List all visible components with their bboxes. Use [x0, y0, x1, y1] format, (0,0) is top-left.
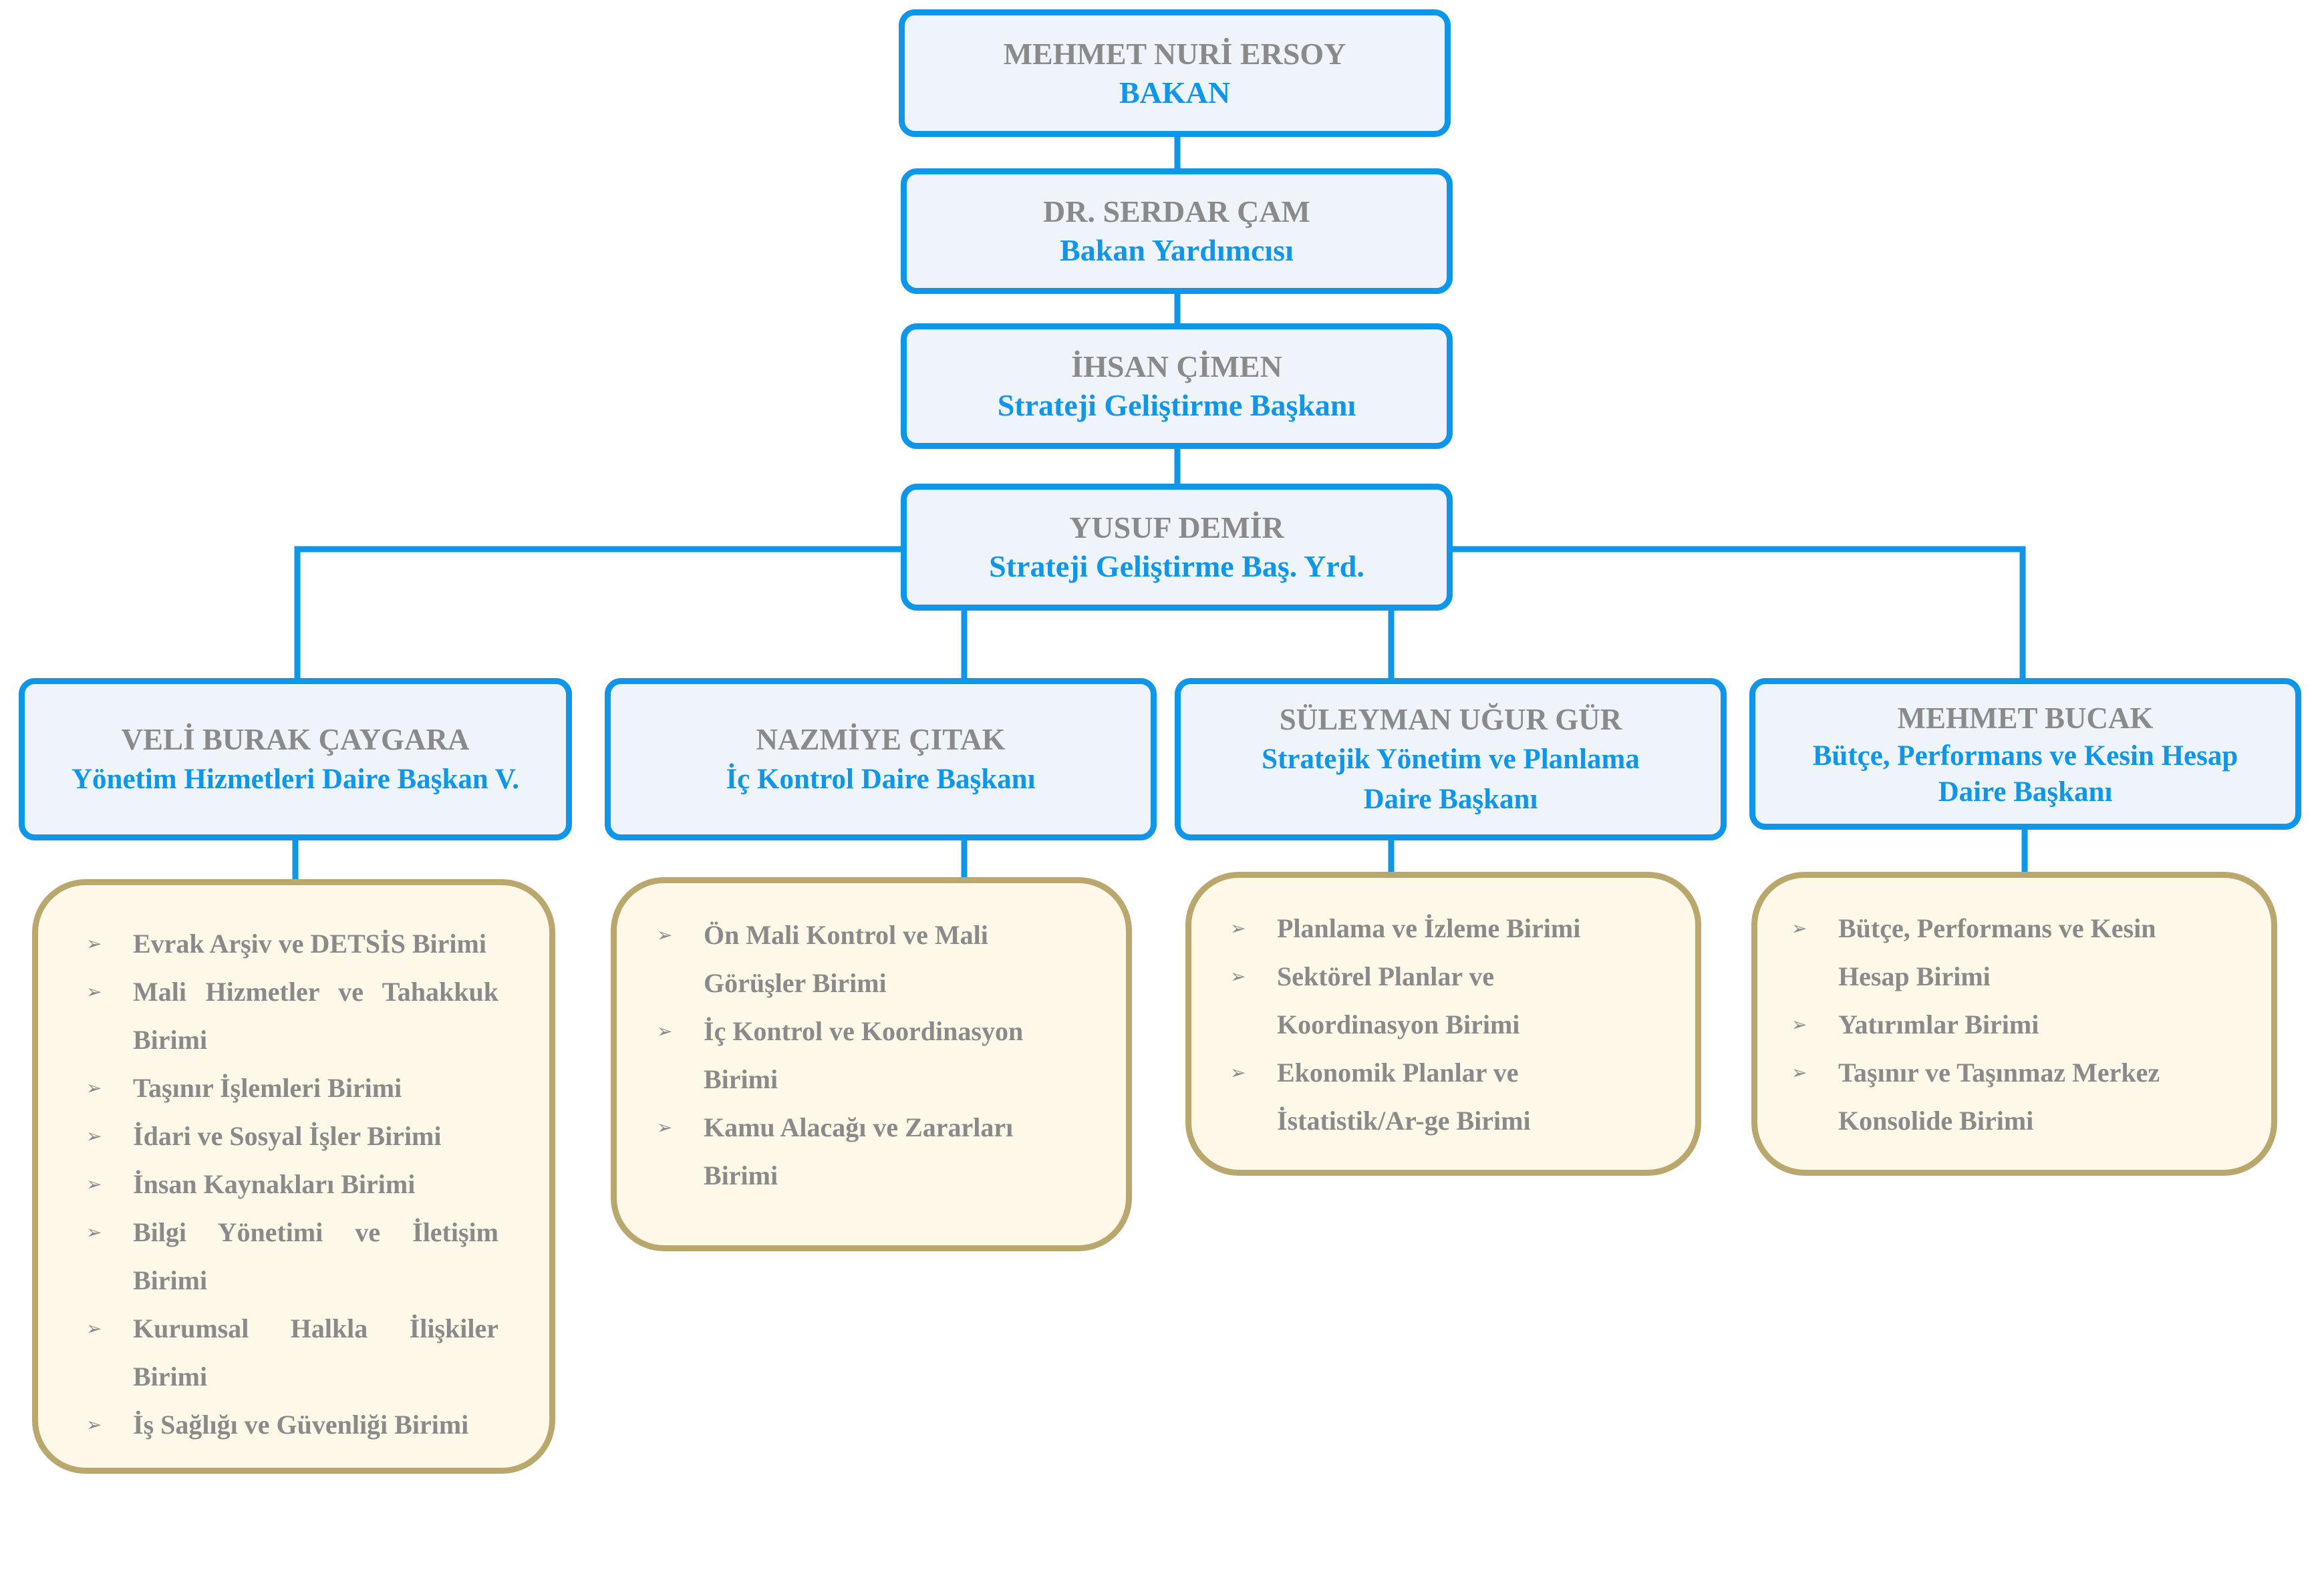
strategy-deputy-name: YUSUF DEMİR — [1069, 510, 1284, 544]
unit-list: ➢ Ön Mali Kontrol ve Mali Görüşler Birimi… — [657, 911, 1058, 1200]
unit-label: Ekonomik Planlar ve İstatistik/Ar-ge Bir… — [1277, 1058, 1531, 1136]
unit-label: Kamu Alacağı ve Zararları Birimi — [704, 1112, 1014, 1190]
list-item: ➢ Yatırımlar Birimi — [1791, 1001, 2199, 1049]
unit-label: Ön Mali Kontrol ve Mali Görüşler Birimi — [704, 920, 988, 998]
department-head-name: NAZMİYE ÇITAK — [756, 722, 1006, 756]
unit-label: Evrak Arşiv ve DETSİS Birimi — [133, 929, 486, 959]
units-box-management: ➢ Evrak Arşiv ve DETSİS Birimi ➢ Mali Hizm… — [32, 879, 555, 1474]
unit-label: Yatırımlar Birimi — [1838, 1009, 2039, 1040]
units-box-strategic-planning: ➢ Planlama ve İzleme Birimi ➢ Sektörel Pla… — [1185, 872, 1701, 1176]
list-item: ➢ İş Sağlığı ve Güvenliği Birimi — [86, 1401, 498, 1449]
unit-label: Taşınır İşlemleri Birimi — [133, 1073, 402, 1103]
unit-label: Kurumsal Halkla İlişkiler Birimi — [133, 1313, 498, 1392]
arrowhead-bullet-icon: ➢ — [86, 1414, 102, 1436]
arrowhead-bullet-icon: ➢ — [1230, 965, 1246, 987]
department-title: Stratejik Yönetim ve Planlama Daire Başk… — [1262, 743, 1640, 815]
list-item: ➢ Ön Mali Kontrol ve Mali Görüşler Birimi — [657, 911, 1058, 1007]
list-item: ➢ Mali Hizmetler ve Tahakkuk Birimi — [86, 968, 498, 1064]
connector-right-branch — [1447, 546, 2026, 681]
arrowhead-bullet-icon: ➢ — [1791, 1062, 1807, 1084]
arrowhead-bullet-icon: ➢ — [86, 1173, 102, 1195]
unit-label: Sektörel Planlar ve Koordinasyon Birimi — [1277, 961, 1520, 1040]
arrowhead-bullet-icon: ➢ — [1230, 1062, 1246, 1084]
unit-label: İç Kontrol ve Koordinasyon Birimi — [704, 1016, 1024, 1094]
units-box-internal-control: ➢ Ön Mali Kontrol ve Mali Görüşler Birimi… — [611, 877, 1132, 1251]
list-item: ➢ Sektörel Planlar ve Koordinasyon Birimi — [1230, 953, 1631, 1049]
deputy-minister-box: DR. SERDAR ÇAM Bakan Yardımcısı — [901, 168, 1453, 294]
minister-title: BAKAN — [1119, 75, 1231, 110]
department-title: Bütçe, Performans ve Kesin Hesap Daire B… — [1812, 740, 2238, 808]
unit-list: ➢ Planlama ve İzleme Birimi ➢ Sektörel Pla… — [1230, 905, 1631, 1145]
arrowhead-bullet-icon: ➢ — [86, 933, 102, 955]
strategy-deputy-box: YUSUF DEMİR Strateji Geliştirme Baş. Yrd… — [901, 484, 1453, 611]
list-item: ➢ İnsan Kaynakları Birimi — [86, 1160, 498, 1209]
department-box-strategic-planning: SÜLEYMAN UĞUR GÜR Stratejik Yönetim ve P… — [1175, 678, 1727, 840]
unit-list: ➢ Evrak Arşiv ve DETSİS Birimi ➢ Mali Hizm… — [86, 920, 498, 1449]
arrowhead-bullet-icon: ➢ — [1230, 917, 1246, 939]
list-item: ➢ Ekonomik Planlar ve İstatistik/Ar-ge Bi… — [1230, 1049, 1631, 1145]
minister-box: MEHMET NURİ ERSOY BAKAN — [899, 9, 1451, 137]
arrowhead-bullet-icon: ➢ — [86, 1077, 102, 1099]
unit-label: İdari ve Sosyal İşler Birimi — [133, 1121, 442, 1151]
unit-label: Planlama ve İzleme Birimi — [1277, 913, 1581, 943]
department-box-budget: MEHMET BUCAK Bütçe, Performans ve Kesin … — [1749, 678, 2301, 830]
department-title: Yönetim Hizmetleri Daire Başkan V. — [71, 763, 520, 795]
unit-label: Bilgi Yönetimi ve İletişim Birimi — [133, 1217, 498, 1295]
department-box-internal-control: NAZMİYE ÇITAK İç Kontrol Daire Başkanı — [605, 678, 1157, 840]
list-item: ➢ Taşınır İşlemleri Birimi — [86, 1064, 498, 1112]
list-item: ➢ İç Kontrol ve Koordinasyon Birimi — [657, 1007, 1058, 1104]
list-item: ➢ Planlama ve İzleme Birimi — [1230, 905, 1631, 953]
arrowhead-bullet-icon: ➢ — [86, 1125, 102, 1147]
list-item: ➢ Kamu Alacağı ve Zararları Birimi — [657, 1104, 1058, 1200]
minister-name: MEHMET NURİ ERSOY — [1003, 36, 1346, 71]
unit-label: İnsan Kaynakları Birimi — [133, 1169, 416, 1199]
arrowhead-bullet-icon: ➢ — [657, 1116, 673, 1138]
unit-label: Mali Hizmetler ve Tahakkuk Birimi — [133, 977, 498, 1055]
arrowhead-bullet-icon: ➢ — [1791, 917, 1807, 939]
deputy-minister-name: DR. SERDAR ÇAM — [1043, 194, 1310, 228]
department-title: İç Kontrol Daire Başkanı — [726, 763, 1036, 795]
arrowhead-bullet-icon: ➢ — [86, 981, 102, 1003]
strategy-head-box: İHSAN ÇİMEN Strateji Geliştirme Başkanı — [901, 323, 1453, 449]
strategy-head-name: İHSAN ÇİMEN — [1071, 349, 1282, 383]
units-box-budget: ➢ Bütçe, Performans ve Kesin Hesap Birimi… — [1751, 872, 2277, 1176]
department-head-name: SÜLEYMAN UĞUR GÜR — [1279, 702, 1622, 736]
department-head-name: MEHMET BUCAK — [1897, 701, 2154, 735]
list-item: ➢ Kurumsal Halkla İlişkiler Birimi — [86, 1305, 498, 1401]
unit-label: Bütçe, Performans ve Kesin Hesap Birimi — [1838, 913, 2156, 991]
connector-left-branch — [294, 546, 905, 681]
strategy-head-title: Strateji Geliştirme Başkanı — [997, 388, 1356, 422]
list-item: ➢ İdari ve Sosyal İşler Birimi — [86, 1112, 498, 1160]
arrowhead-bullet-icon: ➢ — [1791, 1013, 1807, 1035]
unit-label: İş Sağlığı ve Güvenliği Birimi — [133, 1410, 469, 1440]
arrowhead-bullet-icon: ➢ — [657, 924, 673, 946]
unit-list: ➢ Bütçe, Performans ve Kesin Hesap Birimi… — [1791, 905, 2199, 1145]
list-item: ➢ Evrak Arşiv ve DETSİS Birimi — [86, 920, 498, 968]
department-box-management: VELİ BURAK ÇAYGARA Yönetim Hizmetleri Da… — [19, 678, 572, 840]
strategy-deputy-title: Strateji Geliştirme Baş. Yrd. — [989, 549, 1364, 583]
arrowhead-bullet-icon: ➢ — [86, 1317, 102, 1339]
arrowhead-bullet-icon: ➢ — [86, 1221, 102, 1243]
list-item: ➢ Bütçe, Performans ve Kesin Hesap Birimi — [1791, 905, 2199, 1001]
deputy-minister-title: Bakan Yardımcısı — [1060, 233, 1294, 267]
arrowhead-bullet-icon: ➢ — [657, 1020, 673, 1042]
department-head-name: VELİ BURAK ÇAYGARA — [121, 722, 470, 756]
unit-label: Taşınır ve Taşınmaz Merkez Konsolide Bir… — [1838, 1058, 2160, 1136]
list-item: ➢ Taşınır ve Taşınmaz Merkez Konsolide Bi… — [1791, 1049, 2199, 1145]
list-item: ➢ Bilgi Yönetimi ve İletişim Birimi — [86, 1209, 498, 1305]
